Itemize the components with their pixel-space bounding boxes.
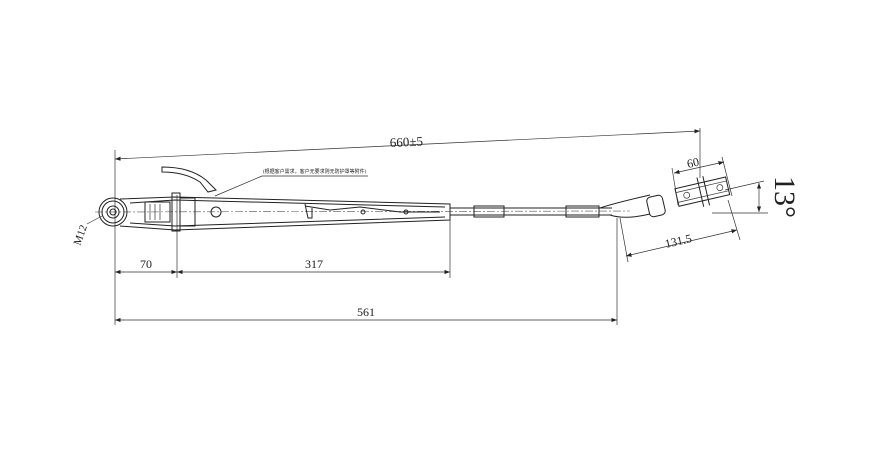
dimension-70: 70 [115,257,177,275]
dimension-317: 317 [177,257,450,275]
dimension-angle: 13° [712,176,801,218]
wiper-arm [94,166,631,232]
wiper-rod [450,194,651,218]
note-callout: (根据客户需求，客户无要求则无防护罩等附件) [214,168,368,197]
extension-lines [114,128,701,325]
dimension-block-label: 60 [686,155,701,171]
dimension-561-label: 561 [357,305,375,319]
dimension-overall-label: 660±5 [389,133,423,150]
dimension-317-label: 317 [305,257,323,271]
wiper-head [646,176,731,218]
dimension-overall: 660±5 [114,129,701,161]
dimension-head-label: 131.5 [664,231,693,251]
dimension-70-label: 70 [140,257,152,271]
dimension-561: 561 [115,305,617,323]
note-text: (根据客户需求，客户无要求则无防护罩等附件) [263,168,367,175]
thread-label: M12 [72,223,90,247]
dimension-block: 60 [671,155,733,206]
dimension-head: 131.5 [619,199,741,263]
dimension-angle-label: 13° [768,176,801,218]
